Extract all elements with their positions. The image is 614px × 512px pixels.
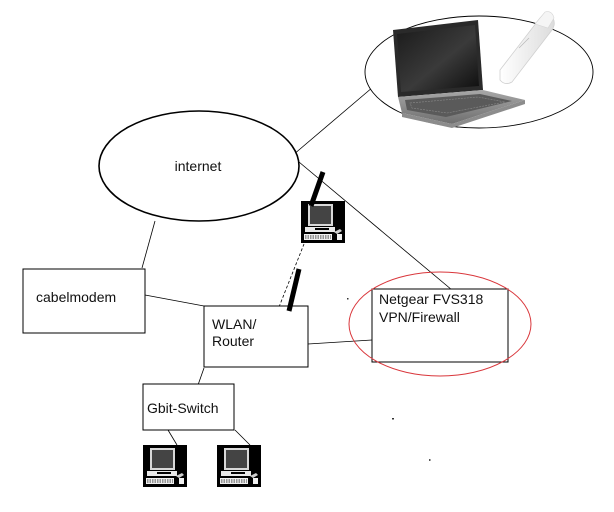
firewall-label-line1: Netgear FVS318 <box>379 291 483 307</box>
router-label-line2: Router <box>212 333 254 349</box>
pc1-node[interactable] <box>142 444 188 488</box>
pc2-node[interactable] <box>216 444 262 488</box>
speck <box>429 459 431 461</box>
router-label-line1: WLAN/ <box>212 316 256 332</box>
wireless-pc-node[interactable] <box>300 171 346 244</box>
switch-node[interactable]: Gbit-Switch <box>142 383 235 431</box>
cabelmodem-node[interactable]: cabelmodem <box>22 268 146 334</box>
laptop-image <box>393 20 525 128</box>
router-node[interactable]: WLAN/ Router <box>203 305 309 368</box>
edge-switch-pc1 <box>167 429 178 446</box>
cabelmodem-label: cabelmodem <box>36 289 116 305</box>
internet-node[interactable]: internet <box>98 110 300 222</box>
wireless-pc-antenna-icon <box>308 171 326 207</box>
desktop-computer-icon <box>300 200 346 244</box>
firewall-highlight-ellipse <box>348 271 532 377</box>
router-antenna-icon <box>286 268 302 312</box>
edge-router-switch <box>197 367 205 386</box>
firewall-label-line2: VPN/Firewall <box>379 309 460 325</box>
switch-label: Gbit-Switch <box>147 400 219 416</box>
firewall-node[interactable]: Netgear FVS318 VPN/Firewall <box>348 271 532 377</box>
edge-cabelmodem-router <box>144 294 205 307</box>
edge-internet-laptop <box>292 86 374 156</box>
desktop-computer-icon <box>216 444 262 488</box>
edge-router-wireless-pc <box>278 243 305 308</box>
internet-label: internet <box>175 158 222 174</box>
speck <box>392 418 394 420</box>
laptop-group-node[interactable] <box>364 11 594 129</box>
desktop-computer-icon <box>142 444 188 488</box>
edge-switch-pc2 <box>234 429 251 446</box>
edge-router-firewall <box>307 339 373 345</box>
usb-modem-stick-image <box>499 11 555 84</box>
speck <box>347 298 349 300</box>
edge-internet-cabelmodem <box>141 220 156 269</box>
